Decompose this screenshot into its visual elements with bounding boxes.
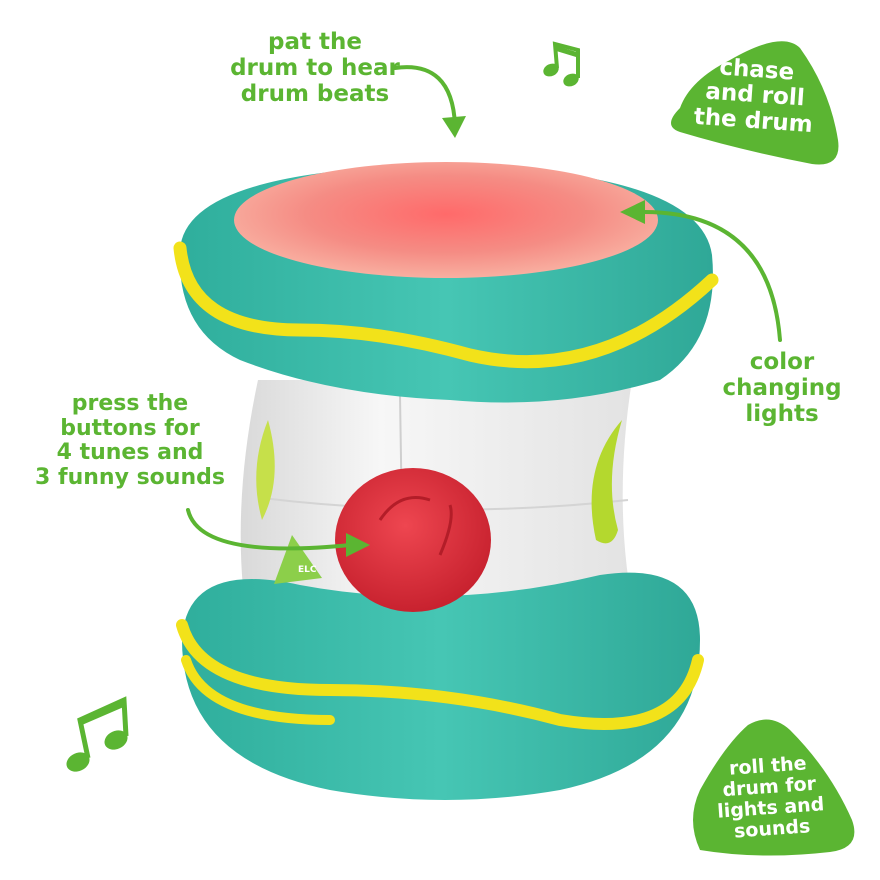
drum-base [182, 572, 700, 800]
sound-button[interactable] [335, 468, 491, 612]
callout-color: color changing lights [712, 349, 852, 427]
callout-press: press the buttons for 4 tunes and 3 funn… [20, 391, 240, 491]
callout-color-line: lights [745, 400, 819, 427]
callout-pat-line: drum beats [240, 80, 390, 107]
side-bump-left [256, 420, 275, 520]
double-music-note-icon [543, 41, 580, 87]
callout-press-line: buttons for [60, 415, 200, 441]
badge-chase-bg [671, 41, 839, 165]
drum-head[interactable] [234, 162, 658, 278]
callout-pat-line: drum to hear [230, 54, 400, 81]
callout-pat: pat the drum to hear drum beats [200, 29, 430, 107]
elc-triangle-logo-icon: ELC [274, 535, 322, 584]
callout-press-line: 3 funny sounds [35, 464, 225, 490]
callout-color-line: changing [722, 374, 842, 401]
drum-base-yellow-band [176, 619, 704, 730]
callout-press-line: press the [71, 391, 189, 416]
arrow-pat-to-head [393, 65, 466, 138]
drum-top-yellow-band [173, 241, 719, 369]
callout-color-line: color [749, 349, 815, 375]
badge-roll: roll the drum for lights and sounds [692, 751, 847, 845]
badge-chase: chase and roll the drum [678, 53, 833, 139]
callout-press-line: 4 tunes and [56, 440, 204, 466]
arrow-press-to-button [186, 508, 370, 557]
badge-roll-bg [693, 719, 855, 856]
double-music-note-icon [66, 696, 129, 772]
svg-text:ELC: ELC [298, 565, 317, 575]
side-bump-right [591, 420, 622, 544]
arrow-color-to-head [620, 200, 782, 342]
callout-pat-line: pat the [268, 29, 362, 55]
